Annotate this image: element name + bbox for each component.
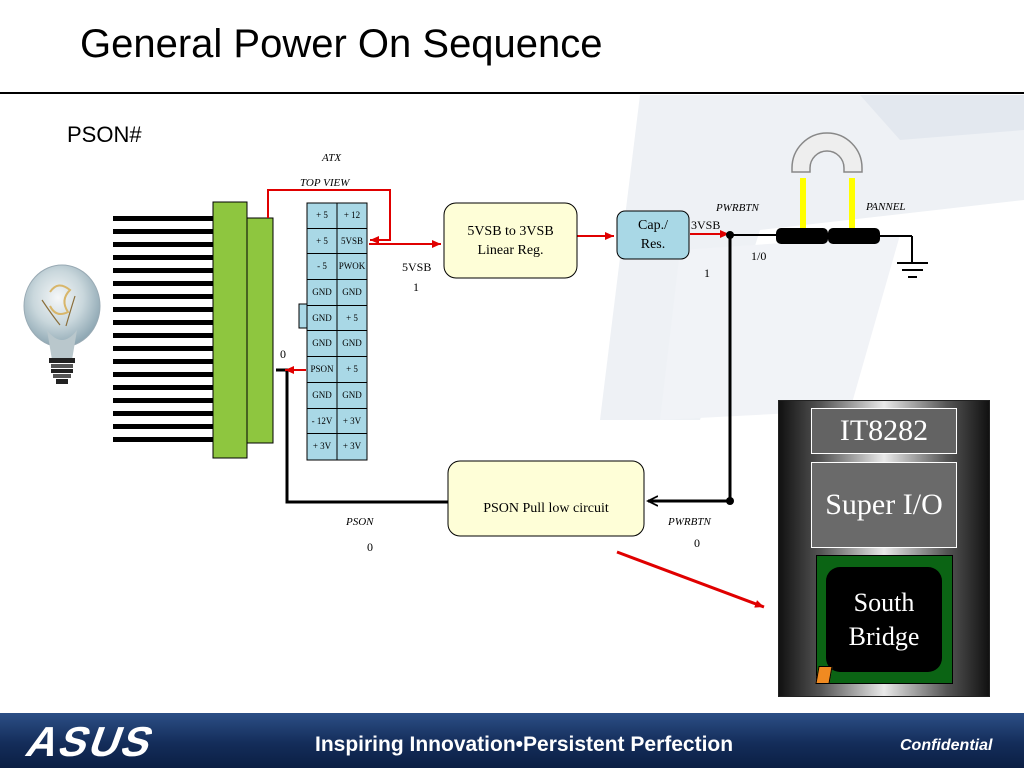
atx-pin: + 5	[337, 357, 367, 383]
pwrbtn-top-label: PWRBTN	[716, 202, 759, 214]
atx-pin: + 5	[337, 306, 367, 332]
atx-pin: + 12	[337, 203, 367, 229]
5vsb-loop-wire	[267, 189, 391, 244]
pwrbtn-bottom-level: 0	[694, 536, 700, 550]
power-switch	[730, 132, 928, 278]
pson-left-level: 0	[280, 347, 286, 361]
atx-pin: GND	[337, 331, 367, 358]
atx-pin: GND	[307, 331, 337, 358]
psu-cable-bundle	[113, 216, 215, 442]
south-bridge-label-line: Bridge	[848, 621, 920, 651]
asus-logo-text: ASUS	[20, 722, 162, 762]
linear-regulator-block	[443, 202, 578, 279]
atx-pin: - 12V	[307, 409, 337, 435]
atx-pin: PSON	[307, 357, 337, 383]
regulator-label: 5VSB to 3VSB Linear Reg.	[444, 222, 577, 260]
regulator-label-line: 5VSB to 3VSB	[467, 224, 554, 239]
title-divider	[0, 92, 1024, 94]
atx-plug	[212, 201, 274, 459]
pannel-label: PANNEL	[866, 201, 906, 213]
diagram-subtitle: PSON#	[67, 122, 142, 147]
light-bulb-icon	[23, 264, 101, 384]
pson-return-wire	[276, 368, 448, 504]
south-bridge-label-line: South	[853, 587, 915, 617]
pullow-label: PSON Pull low circuit	[483, 501, 609, 516]
cap-res-label-line: Cap./	[638, 218, 668, 233]
atx-pin: + 3V	[337, 409, 367, 435]
pson-pull-low-block	[447, 460, 645, 537]
cap-res-label: Cap./ Res.	[617, 216, 689, 254]
south-bridge-chip: South Bridge	[826, 567, 942, 672]
cap-res-label-line: Res.	[640, 237, 666, 252]
atx-pin: GND	[337, 280, 367, 306]
pson-bottom-label: PSON	[346, 516, 374, 528]
5vsb-label: 5VSB	[402, 260, 432, 274]
atx-pin: 5VSB	[337, 229, 367, 255]
confidential-label: Confidential	[900, 737, 993, 754]
atx-pin: + 5	[307, 229, 337, 255]
3vsb-label: 3VSB	[691, 218, 721, 232]
it8282-chip: IT8282	[811, 408, 957, 454]
atx-label: ATX	[322, 152, 342, 164]
atx-pin: + 3V	[312, 441, 332, 452]
footer-tagline: Inspiring Innovation•Persistent Perfecti…	[315, 733, 734, 756]
pwrbtn-top-level: 1	[704, 266, 710, 280]
atx-pin: GND	[307, 280, 337, 306]
atx-pin: GND	[307, 383, 337, 409]
pwrbtn-bottom-label: PWRBTN	[668, 516, 711, 528]
atx-pin: PWOK	[337, 254, 367, 281]
atx-connector-grid	[298, 202, 368, 461]
pson-bottom-level: 0	[367, 540, 373, 554]
atx-pin: - 5	[307, 254, 337, 281]
atx-pins-left: + 5 + 5 - 5 GND GND GND PSON GND - 12V +…	[307, 203, 337, 460]
atx-pin: + 5	[307, 203, 337, 229]
atx-pins-right: + 12 5VSB PWOK GND + 5 GND + 5 GND + 3V …	[337, 203, 367, 460]
5vsb-level: 1	[413, 280, 419, 294]
cap-res-block	[616, 210, 690, 260]
super-io-chip: Super I/O	[811, 462, 957, 548]
asus-logo: ASUS	[20, 722, 162, 762]
page-title: General Power On Sequence	[80, 22, 603, 66]
regulator-label-line: Linear Reg.	[477, 243, 544, 258]
atx-pin: GND	[337, 383, 367, 409]
atx-pin: GND	[307, 306, 337, 332]
footer-bar	[0, 713, 1024, 768]
arrow-to-chip	[616, 550, 765, 609]
top-view-label: TOP VIEW	[300, 177, 350, 189]
atx-pin: + 3V	[342, 441, 362, 452]
switch-state-label: 1/0	[751, 249, 767, 263]
